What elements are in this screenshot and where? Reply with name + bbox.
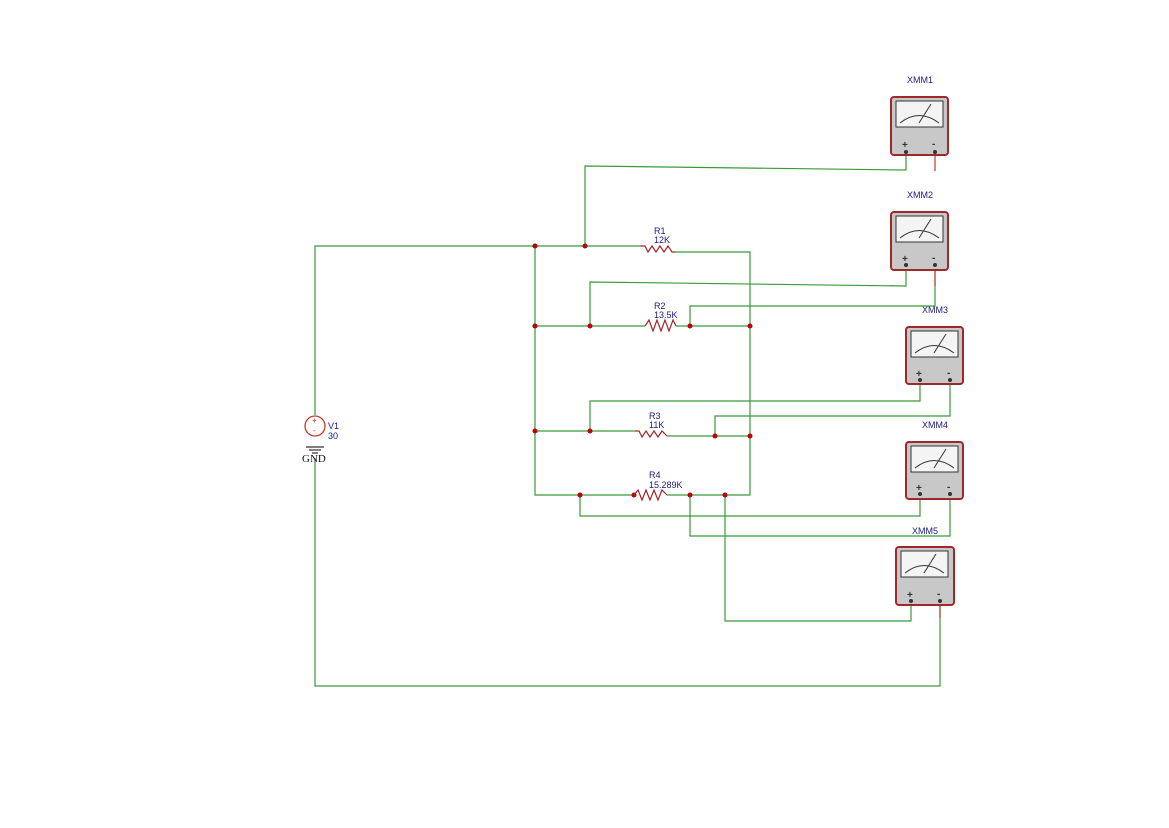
meter-needle: [918, 103, 932, 124]
wire-v1-bottom: [314, 458, 941, 687]
junctions: [532, 243, 753, 498]
meter-minus-label: -: [932, 139, 935, 150]
source-minus: -: [313, 426, 316, 435]
meter-name: XMM3: [922, 305, 948, 315]
meter-scale: [899, 230, 940, 239]
wire-xmm4-plus: [579, 494, 921, 517]
junction: [687, 492, 693, 498]
source-plus: +: [312, 416, 317, 425]
multimeter-xmm5[interactable]: XMM5 + -: [895, 526, 955, 606]
source-value: 30: [328, 431, 338, 441]
wire-xmm2-minus: [689, 265, 936, 326]
terminal-minus: [938, 599, 942, 603]
meter-name: XMM5: [912, 526, 938, 536]
terminal-minus: [933, 263, 937, 267]
wires: [314, 152, 951, 687]
junction: [587, 323, 593, 329]
terminal-plus: [904, 150, 908, 154]
junction: [747, 323, 753, 329]
wire-xmm3-minus: [714, 380, 951, 436]
resistor-value: 15.289K: [649, 480, 683, 490]
wire-v1-top: [314, 245, 535, 415]
resistor-value: 12K: [654, 235, 670, 245]
resistor-symbol: [640, 244, 676, 254]
wire-xmm2-plus: [589, 265, 907, 326]
terminal-minus: [948, 378, 952, 382]
resistor-name: R1: [654, 226, 666, 236]
meter-needle: [933, 333, 947, 354]
wire-xmm4-minus: [689, 494, 951, 537]
resistor-symbol: [644, 318, 677, 333]
meter-needle: [933, 448, 947, 469]
multimeter-xmm4[interactable]: XMM4 + -: [905, 420, 964, 500]
resistor-r2[interactable]: R2 13.5K: [644, 301, 678, 333]
multimeter-xmm3[interactable]: XMM3 + -: [905, 305, 964, 385]
wire-xmm3-plus: [589, 380, 921, 431]
meter-needle: [918, 218, 932, 239]
source-name: V1: [328, 421, 339, 431]
resistor-value: 13.5K: [654, 310, 678, 320]
resistor-name: R2: [654, 301, 666, 311]
wire-xmm1-plus: [584, 152, 907, 246]
terminal-plus: [918, 492, 922, 496]
terminal-plus: [904, 263, 908, 267]
meter-scale: [899, 115, 940, 124]
meter-scale: [914, 460, 955, 469]
wire-right-bus: [676, 251, 751, 496]
junction: [722, 492, 728, 498]
meter-plus-label: +: [902, 254, 908, 265]
junction: [687, 323, 693, 329]
terminal-plus: [909, 599, 913, 603]
junction: [712, 433, 718, 439]
wire-left-bus: [534, 246, 580, 496]
multimeter-xmm1[interactable]: XMM1 + -: [890, 75, 949, 156]
meter-name: XMM4: [922, 420, 948, 430]
meter-plus-label: +: [916, 483, 922, 494]
meter-plus-label: +: [902, 140, 908, 151]
resistor-r4[interactable]: R4 15.289K: [633, 470, 683, 502]
terminal-minus: [948, 492, 952, 496]
junction: [532, 323, 538, 329]
junction: [587, 428, 593, 434]
junction: [582, 243, 588, 249]
meter-plus-label: +: [907, 590, 913, 601]
meter-face: [910, 445, 959, 473]
ground-label: GND: [302, 453, 326, 465]
resistor-value: 11K: [649, 420, 664, 430]
meter-needle: [923, 553, 937, 574]
meter-minus-label: -: [947, 482, 950, 493]
meter-scale: [904, 565, 945, 574]
source-symbol: [304, 415, 326, 437]
meter-minus-label: -: [937, 589, 940, 600]
wire-xmm5-plus: [724, 495, 912, 622]
meter-name: XMM1: [907, 75, 933, 85]
terminal-plus: [918, 378, 922, 382]
junction: [532, 428, 538, 434]
resistor-r3[interactable]: R3 11K: [635, 411, 668, 439]
voltage-source-v1[interactable]: + - V1 30 GND: [302, 415, 339, 465]
meter-minus-label: -: [932, 253, 935, 264]
resistor-symbol: [635, 429, 668, 439]
resistor-name: R3: [649, 411, 661, 421]
multimeter-xmm2[interactable]: XMM2 + -: [890, 190, 949, 271]
meter-plus-label: +: [916, 369, 922, 380]
meter-name: XMM2: [907, 190, 933, 200]
meter-scale: [914, 345, 955, 354]
resistor-r1[interactable]: R1 12K: [640, 226, 676, 254]
terminal-minus: [933, 150, 937, 154]
resistor-symbol: [633, 488, 668, 502]
junction: [747, 433, 753, 439]
junction: [532, 243, 538, 249]
junction: [577, 492, 583, 498]
resistor-name: R4: [649, 470, 661, 480]
meter-minus-label: -: [947, 368, 950, 379]
